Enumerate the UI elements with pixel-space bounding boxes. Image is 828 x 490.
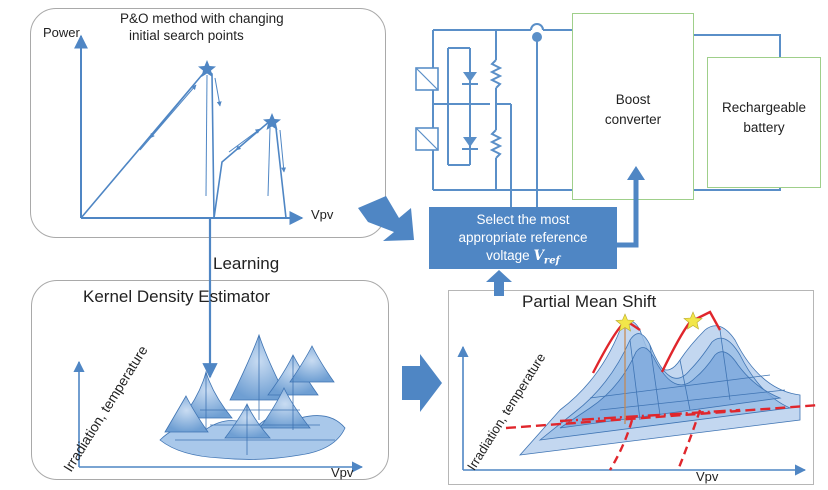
pms-x-axis-label: Vpv <box>696 469 719 484</box>
po-y-axis-label: Power <box>43 25 80 40</box>
pms-search-path <box>505 310 821 471</box>
learning-label: Learning <box>213 254 280 273</box>
kde-axes <box>73 360 364 473</box>
pv-curve <box>80 67 287 219</box>
vref-symbol: V <box>533 248 544 264</box>
select-line3: voltage Vref <box>429 247 617 271</box>
kde-x-axis-label: Vpv <box>331 465 354 480</box>
select-line1: Select the most <box>476 212 570 227</box>
battery-line2: battery <box>743 120 785 135</box>
select-line2: appropriate reference <box>458 230 588 245</box>
battery-line1: Rechargeable <box>721 100 807 115</box>
diode-icon <box>462 60 478 96</box>
pms-to-select-arrow <box>486 270 512 296</box>
diode-icon <box>462 124 478 160</box>
select-to-boost-arrow <box>627 166 645 180</box>
pv-module-icon <box>415 67 439 91</box>
current-sensor-icon <box>532 32 542 42</box>
battery-box <box>707 57 821 188</box>
kde-to-pms-arrow <box>402 354 442 412</box>
boost-converter-line1: Boost <box>615 92 651 107</box>
star-icon <box>263 113 281 130</box>
vref-subscript: ref <box>543 255 560 267</box>
pms-title: Partial Mean Shift <box>522 292 657 311</box>
kde-density-surface <box>159 333 346 460</box>
boost-converter-box <box>572 13 694 200</box>
po-x-axis-label: Vpv <box>311 207 334 222</box>
kde-title: Kernel Density Estimator <box>83 287 271 306</box>
star-icon <box>615 313 635 332</box>
po-title-line2: initial search points <box>129 28 244 43</box>
pms-axes <box>457 345 807 476</box>
po-title-line1: P&O method with changing <box>120 11 284 26</box>
po-method-panel <box>30 8 386 238</box>
boost-converter-line2: converter <box>604 112 662 127</box>
po-to-select-arrow <box>358 196 414 241</box>
star-icon <box>198 60 216 77</box>
select-line3-prefix: voltage <box>486 248 534 263</box>
star-icon <box>683 311 703 330</box>
pv-module-icon <box>415 127 439 151</box>
po-axes <box>74 34 304 225</box>
select-vref-box: Select the most appropriate reference vo… <box>429 207 617 269</box>
pms-density-surface <box>518 320 801 456</box>
